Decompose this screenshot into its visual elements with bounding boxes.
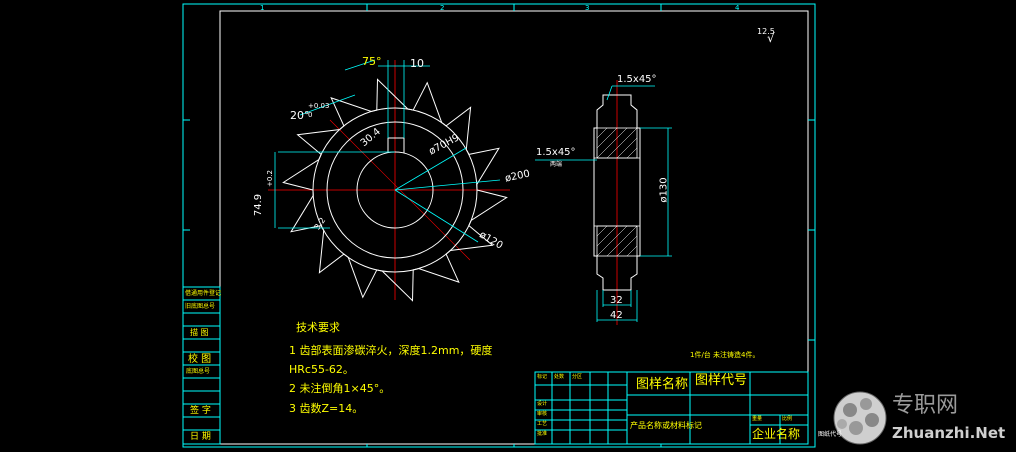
roughness-icon: √ xyxy=(767,31,775,45)
watermark-text: 专职网 xyxy=(892,393,959,418)
title-cell-10: 批准 xyxy=(537,431,548,437)
zone-number-3: 3 xyxy=(585,4,590,12)
hub-dia-label: ø130 xyxy=(658,177,670,203)
angle-left-label: 20° xyxy=(290,109,310,122)
roughness-value: 12.5 xyxy=(757,27,775,36)
note-right: 1件/台 未注铸造4件。 xyxy=(690,351,760,359)
zone-number-4: 4 xyxy=(735,4,740,12)
zone-number-1: 1 xyxy=(260,4,265,12)
tech-req-line1: 1 齿部表面渗碳淬火，深度1.2mm，硬度 xyxy=(289,344,493,357)
hub-circle xyxy=(326,121,464,259)
angle-top-label: 75° xyxy=(362,55,382,68)
title-cell-12: 重量 xyxy=(752,416,763,422)
height-tol-label: +0.2 xyxy=(266,170,274,187)
title-block-grid xyxy=(534,371,809,445)
angle-left-tol: +0.03 xyxy=(308,102,330,110)
watermark-logo xyxy=(833,391,887,445)
left-strip-2: 描 图 xyxy=(190,328,209,337)
gear-side-view xyxy=(535,80,672,325)
title-cell-0: 标记 xyxy=(537,374,548,380)
chamfer-left-label: 1.5x45° xyxy=(536,147,576,158)
title-drawing-name: 图样名称 xyxy=(636,377,689,392)
title-cell-2: 分区 xyxy=(572,374,583,380)
left-strip-table xyxy=(182,286,221,445)
title-product-name: 产品名称或材料标记 xyxy=(630,421,702,430)
corner-label: 图纸代号 xyxy=(818,431,843,438)
tech-req-line3: 3 齿数Z=14。 xyxy=(289,402,364,415)
width-inner-label: 32 xyxy=(610,295,623,306)
gear-front-view xyxy=(268,59,510,302)
tech-req-title: 技术要求 xyxy=(296,321,340,334)
left-strip-4: 底图总号 xyxy=(186,368,211,375)
left-strip-1: 旧底图总号 xyxy=(185,303,216,310)
outer-border xyxy=(182,3,816,448)
title-drawing-code: 图样代号 xyxy=(695,373,748,388)
key-width-label: 10 xyxy=(410,57,424,70)
angle-left-tol-lower: 0 xyxy=(308,111,313,119)
zone-ticks xyxy=(183,4,815,447)
side-outline xyxy=(593,94,641,291)
chamfer-left-note: 两端 xyxy=(550,161,563,168)
tech-req-line2: 2 未注倒角1×45°。 xyxy=(289,382,391,395)
title-cell-8: 工艺 xyxy=(537,421,548,427)
watermark-url: Zhuanzhi.Net xyxy=(892,424,1006,442)
title-cell-6: 设计 xyxy=(537,401,548,407)
title-cell-13: 比例 xyxy=(782,416,793,422)
title-company: 企业名称 xyxy=(752,427,801,441)
root-circle xyxy=(312,107,478,273)
left-strip-6: 日 期 xyxy=(190,432,211,442)
left-strip-5: 签 字 xyxy=(190,406,211,416)
left-strip-3: 校 图 xyxy=(188,354,212,365)
keyway xyxy=(387,137,405,153)
zone-number-2: 2 xyxy=(440,4,445,12)
tech-req-line1b: HRc55-62。 xyxy=(289,363,354,376)
chamfer-top-label: 1.5x45° xyxy=(617,74,657,85)
title-cell-7: 审核 xyxy=(537,411,548,417)
left-strip-0: 借通用件登记 xyxy=(185,290,222,297)
height-dim-label: 74.9 xyxy=(253,193,265,217)
width-outer-label: 42 xyxy=(610,310,623,321)
title-cell-1: 处数 xyxy=(554,374,565,380)
